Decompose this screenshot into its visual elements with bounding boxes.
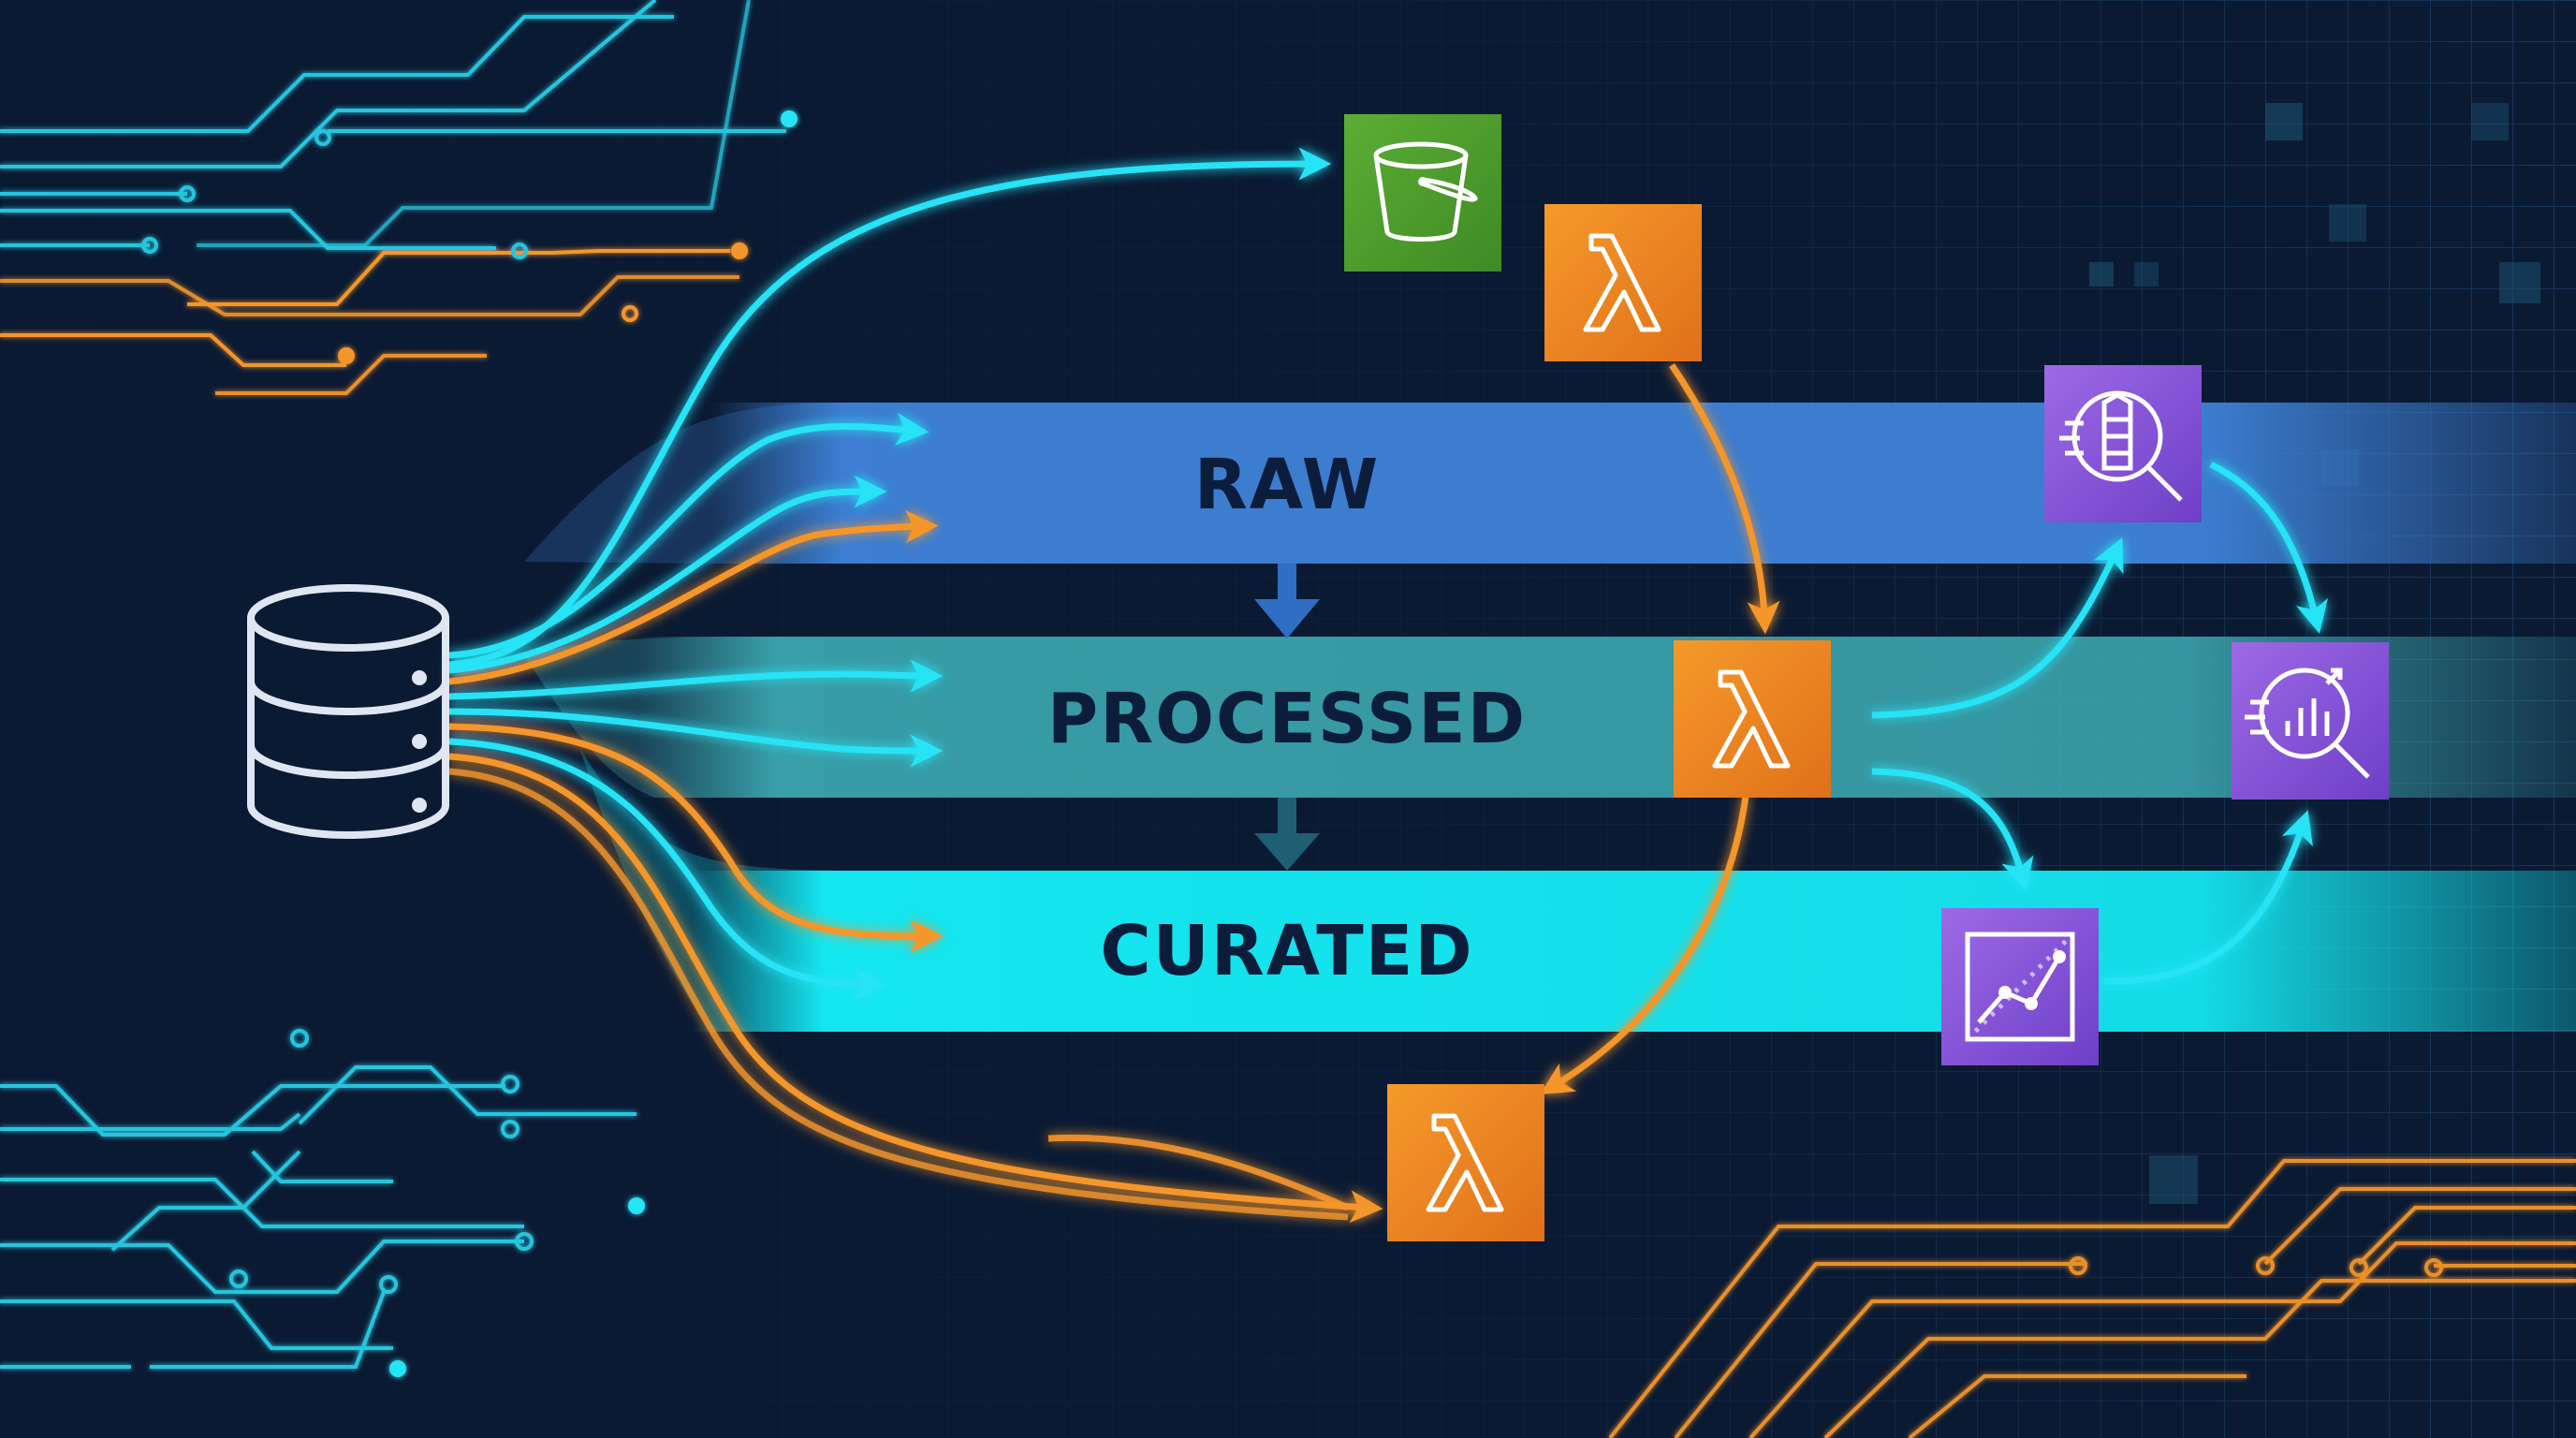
lambda-icon [1387, 1084, 1544, 1241]
quicksight-chart-icon [1941, 908, 2099, 1065]
raw-band [711, 403, 2576, 564]
flow-to-quicksight [1871, 768, 2034, 891]
flow-to-glue [1871, 537, 2124, 719]
flow-glue-to-athena [2209, 461, 2328, 635]
layer-transition-arrows [1254, 564, 1320, 871]
lambda-icon [1544, 204, 1702, 361]
athena-analytics-icon [2232, 642, 2389, 800]
flow-to-s3 [448, 147, 1332, 668]
raw-layer-label: RAW [1193, 445, 1381, 525]
circuit-traces-bottom-left [0, 1029, 645, 1377]
curated-layer-label: CURATED [1100, 911, 1474, 991]
glue-crawler-icon [2044, 365, 2202, 522]
s3-bucket-icon [1344, 114, 1501, 271]
circuit-traces-bottom-right [1608, 1159, 2576, 1438]
curated-band [693, 871, 2576, 1032]
lambda-icon [1674, 640, 1831, 798]
processing-flows [1540, 363, 2328, 1095]
circuit-traces-top-left [0, 0, 798, 395]
flow-lambda-to-curated [1540, 795, 1749, 1095]
ingestion-flows [448, 147, 1383, 1224]
processed-layer-label: PROCESSED [1046, 679, 1528, 759]
flow-lambda-to-lambda [1669, 363, 1780, 635]
flow-quicksight-to-athena [2103, 810, 2313, 985]
database-icon [247, 584, 449, 840]
